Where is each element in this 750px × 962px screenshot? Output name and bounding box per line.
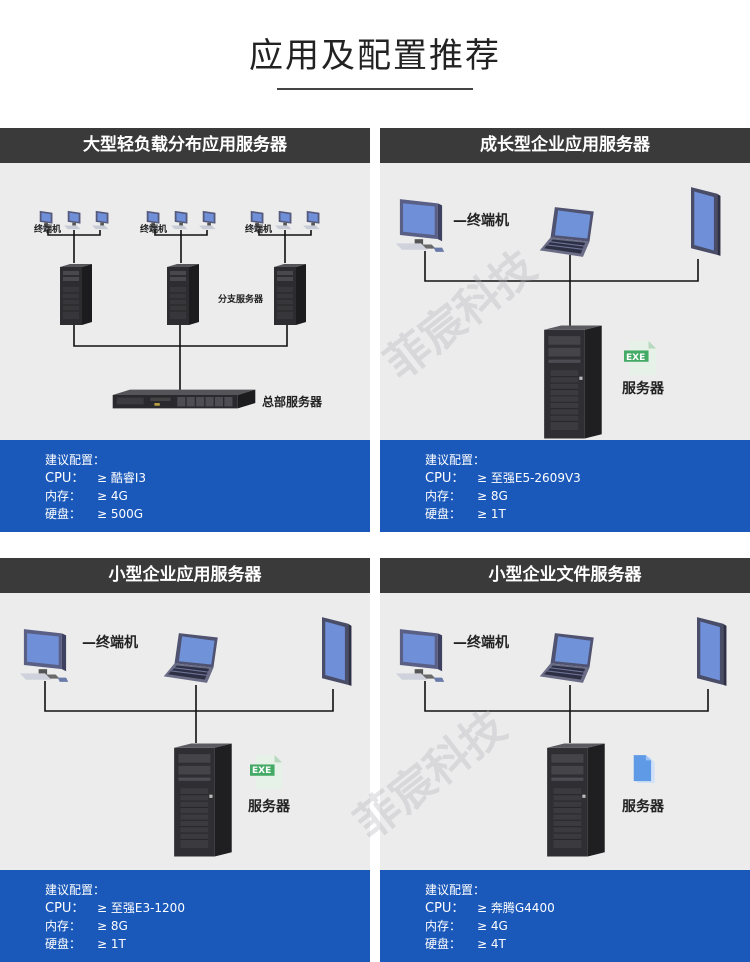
memory-key: 内存： bbox=[425, 489, 462, 503]
disk-value: ≥ 500G bbox=[97, 507, 144, 521]
cpu-value: ≥ 至强E5-2609V3 bbox=[477, 471, 581, 485]
memory-key: 内存： bbox=[425, 919, 462, 933]
panel-growth-enterprise: 成长型企业应用服务器 —终端机 EXE 服务器 建议配置： CPU： ≥ 至强E5… bbox=[380, 128, 750, 532]
disk-key: 硬盘： bbox=[425, 937, 462, 951]
panel-small-enterprise-app: 小型企业应用服务器 —终端机 EXE 服务器 建议配置： CPU： ≥ 至强E3-… bbox=[0, 558, 370, 962]
cpu-key: CPU： bbox=[425, 471, 465, 486]
cpu-key: CPU： bbox=[425, 901, 465, 916]
server-label: 服务器 bbox=[622, 381, 664, 397]
terminal-label: 终端机 bbox=[34, 225, 62, 235]
terminal-label: —终端机 bbox=[453, 213, 509, 229]
config-heading: 建议配置： bbox=[45, 883, 106, 897]
tower-server-icon bbox=[546, 742, 606, 858]
config-box: 建议配置： CPU： ≥ 至强E5-2609V3 内存： ≥ 8G 硬盘： ≥ 1T bbox=[380, 440, 750, 532]
branch-server-label: 分支服务器 bbox=[218, 295, 264, 305]
branch-server-1 bbox=[59, 263, 93, 326]
disk-value: ≥ 1T bbox=[477, 507, 506, 521]
config-heading: 建议配置： bbox=[45, 453, 106, 467]
monitor-icon bbox=[19, 629, 69, 682]
server-label: 服务器 bbox=[622, 799, 664, 815]
panel-title: 小型企业应用服务器 bbox=[0, 558, 370, 593]
cpu-key: CPU： bbox=[45, 471, 85, 486]
network-diagram bbox=[395, 617, 727, 858]
hq-server-label: 总部服务器 bbox=[262, 395, 323, 409]
monitor-icon bbox=[395, 629, 445, 682]
cpu-value: ≥ 奔腾G4400 bbox=[477, 901, 555, 915]
monitor-icon bbox=[395, 199, 445, 252]
config-box: 建议配置： CPU： ≥ 酷睿I3 内存： ≥ 4G 硬盘： ≥ 500G bbox=[0, 440, 370, 532]
tablet-icon bbox=[691, 187, 721, 256]
tower-server-icon bbox=[173, 742, 233, 858]
network-diagram bbox=[36, 210, 320, 409]
config-box: 建议配置： CPU： ≥ 奔腾G4400 内存： ≥ 4G 硬盘： ≥ 4T bbox=[380, 870, 750, 962]
laptop-icon bbox=[539, 206, 595, 258]
laptop-icon bbox=[539, 632, 595, 684]
file-icon bbox=[633, 755, 655, 783]
cpu-value: ≥ 至强E3-1200 bbox=[97, 901, 185, 915]
memory-value: ≥ 8G bbox=[97, 919, 128, 933]
disk-key: 硬盘： bbox=[425, 507, 462, 521]
network-diagram bbox=[19, 617, 352, 858]
terminal-label: 终端机 bbox=[245, 225, 273, 235]
network-diagram bbox=[395, 187, 721, 440]
memory-key: 内存： bbox=[45, 919, 82, 933]
panel-large-distributed: 大型轻负载分布应用服务器 终端机 终端机 终端 bbox=[0, 128, 370, 532]
terminal-label: 终端机 bbox=[140, 225, 168, 235]
terminal-label: —终端机 bbox=[82, 635, 138, 651]
config-box: 建议配置： CPU： ≥ 至强E3-1200 内存： ≥ 8G 硬盘： ≥ 1T bbox=[0, 870, 370, 962]
terminal-label: —终端机 bbox=[453, 635, 509, 651]
server-label: 服务器 bbox=[248, 799, 290, 815]
panel-title: 小型企业文件服务器 bbox=[380, 558, 750, 593]
memory-key: 内存： bbox=[45, 489, 82, 503]
panel-title: 成长型企业应用服务器 bbox=[380, 128, 750, 163]
disk-key: 硬盘： bbox=[45, 937, 82, 951]
memory-value: ≥ 4G bbox=[97, 489, 128, 503]
disk-value: ≥ 1T bbox=[97, 937, 126, 951]
tablet-icon bbox=[697, 617, 727, 686]
config-heading: 建议配置： bbox=[425, 453, 486, 467]
exe-label: EXE bbox=[252, 766, 272, 776]
memory-value: ≥ 8G bbox=[477, 489, 508, 503]
page-title: 应用及配置推荐 bbox=[249, 36, 501, 76]
panel-title: 大型轻负载分布应用服务器 bbox=[0, 128, 370, 163]
tablet-icon bbox=[322, 617, 352, 686]
exe-label: EXE bbox=[626, 353, 646, 363]
panel-small-enterprise-file: 小型企业文件服务器 —终端机 服务器 建议配置： CPU： ≥ 奔腾G4400 内… bbox=[380, 558, 750, 962]
tower-server-icon bbox=[543, 324, 603, 440]
disk-value: ≥ 4T bbox=[477, 937, 506, 951]
config-heading: 建议配置： bbox=[425, 883, 486, 897]
title-underline bbox=[277, 88, 473, 90]
hq-rack-server bbox=[112, 389, 256, 409]
cpu-key: CPU： bbox=[45, 901, 85, 916]
laptop-icon bbox=[163, 632, 219, 684]
memory-value: ≥ 4G bbox=[477, 919, 508, 933]
cpu-value: ≥ 酷睿I3 bbox=[97, 471, 147, 485]
branch-server-3 bbox=[273, 263, 307, 326]
disk-key: 硬盘： bbox=[45, 507, 82, 521]
branch-server-2 bbox=[166, 263, 200, 326]
